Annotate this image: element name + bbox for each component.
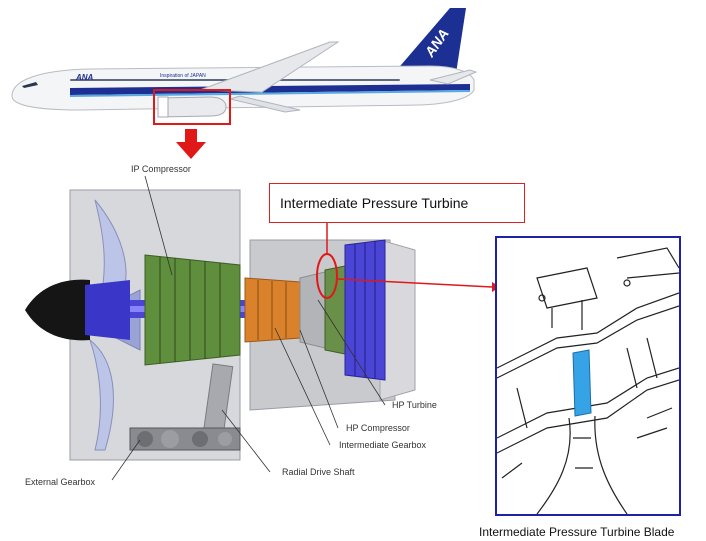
label-ip-compressor: IP Compressor: [131, 164, 191, 174]
tail-fin: [395, 8, 466, 80]
label-radial-drive-shaft: Radial Drive Shaft: [282, 467, 355, 477]
down-arrow-icon: [176, 129, 206, 159]
callout-ip-turbine: Intermediate Pressure Turbine: [269, 183, 525, 223]
label-hp-compressor: HP Compressor: [346, 423, 410, 433]
blade-cross-section-drawing: [496, 247, 680, 515]
label-external-gearbox: External Gearbox: [25, 477, 96, 487]
label-intermediate-gearbox: Intermediate Gearbox: [339, 440, 427, 450]
engine-nacelle: [159, 96, 227, 118]
engine-cutaway: [25, 175, 500, 481]
label-hp-turbine: HP Turbine: [392, 400, 437, 410]
engine-highlight-box: [153, 89, 231, 125]
callout-title: Intermediate Pressure Turbine: [280, 195, 469, 211]
ip-turbine-blade-shape: [572, 349, 592, 417]
aircraft-illustration: ANA ANA Inspiration of JAPAN: [11, 8, 478, 125]
external-gearbox-drawing: [129, 427, 241, 451]
blade-detail-panel: [495, 236, 681, 516]
fuselage-stripe: [70, 84, 470, 95]
nose-spinner: [25, 279, 90, 341]
wing: [199, 41, 340, 93]
fuselage-logo: ANA: [75, 73, 94, 82]
fuselage-slogan: Inspiration of JAPAN: [160, 73, 206, 79]
ip-compressor-stages: [144, 254, 241, 366]
blade-caption: Intermediate Pressure Turbine Blade: [479, 525, 675, 539]
detail-arrow: [337, 278, 493, 288]
